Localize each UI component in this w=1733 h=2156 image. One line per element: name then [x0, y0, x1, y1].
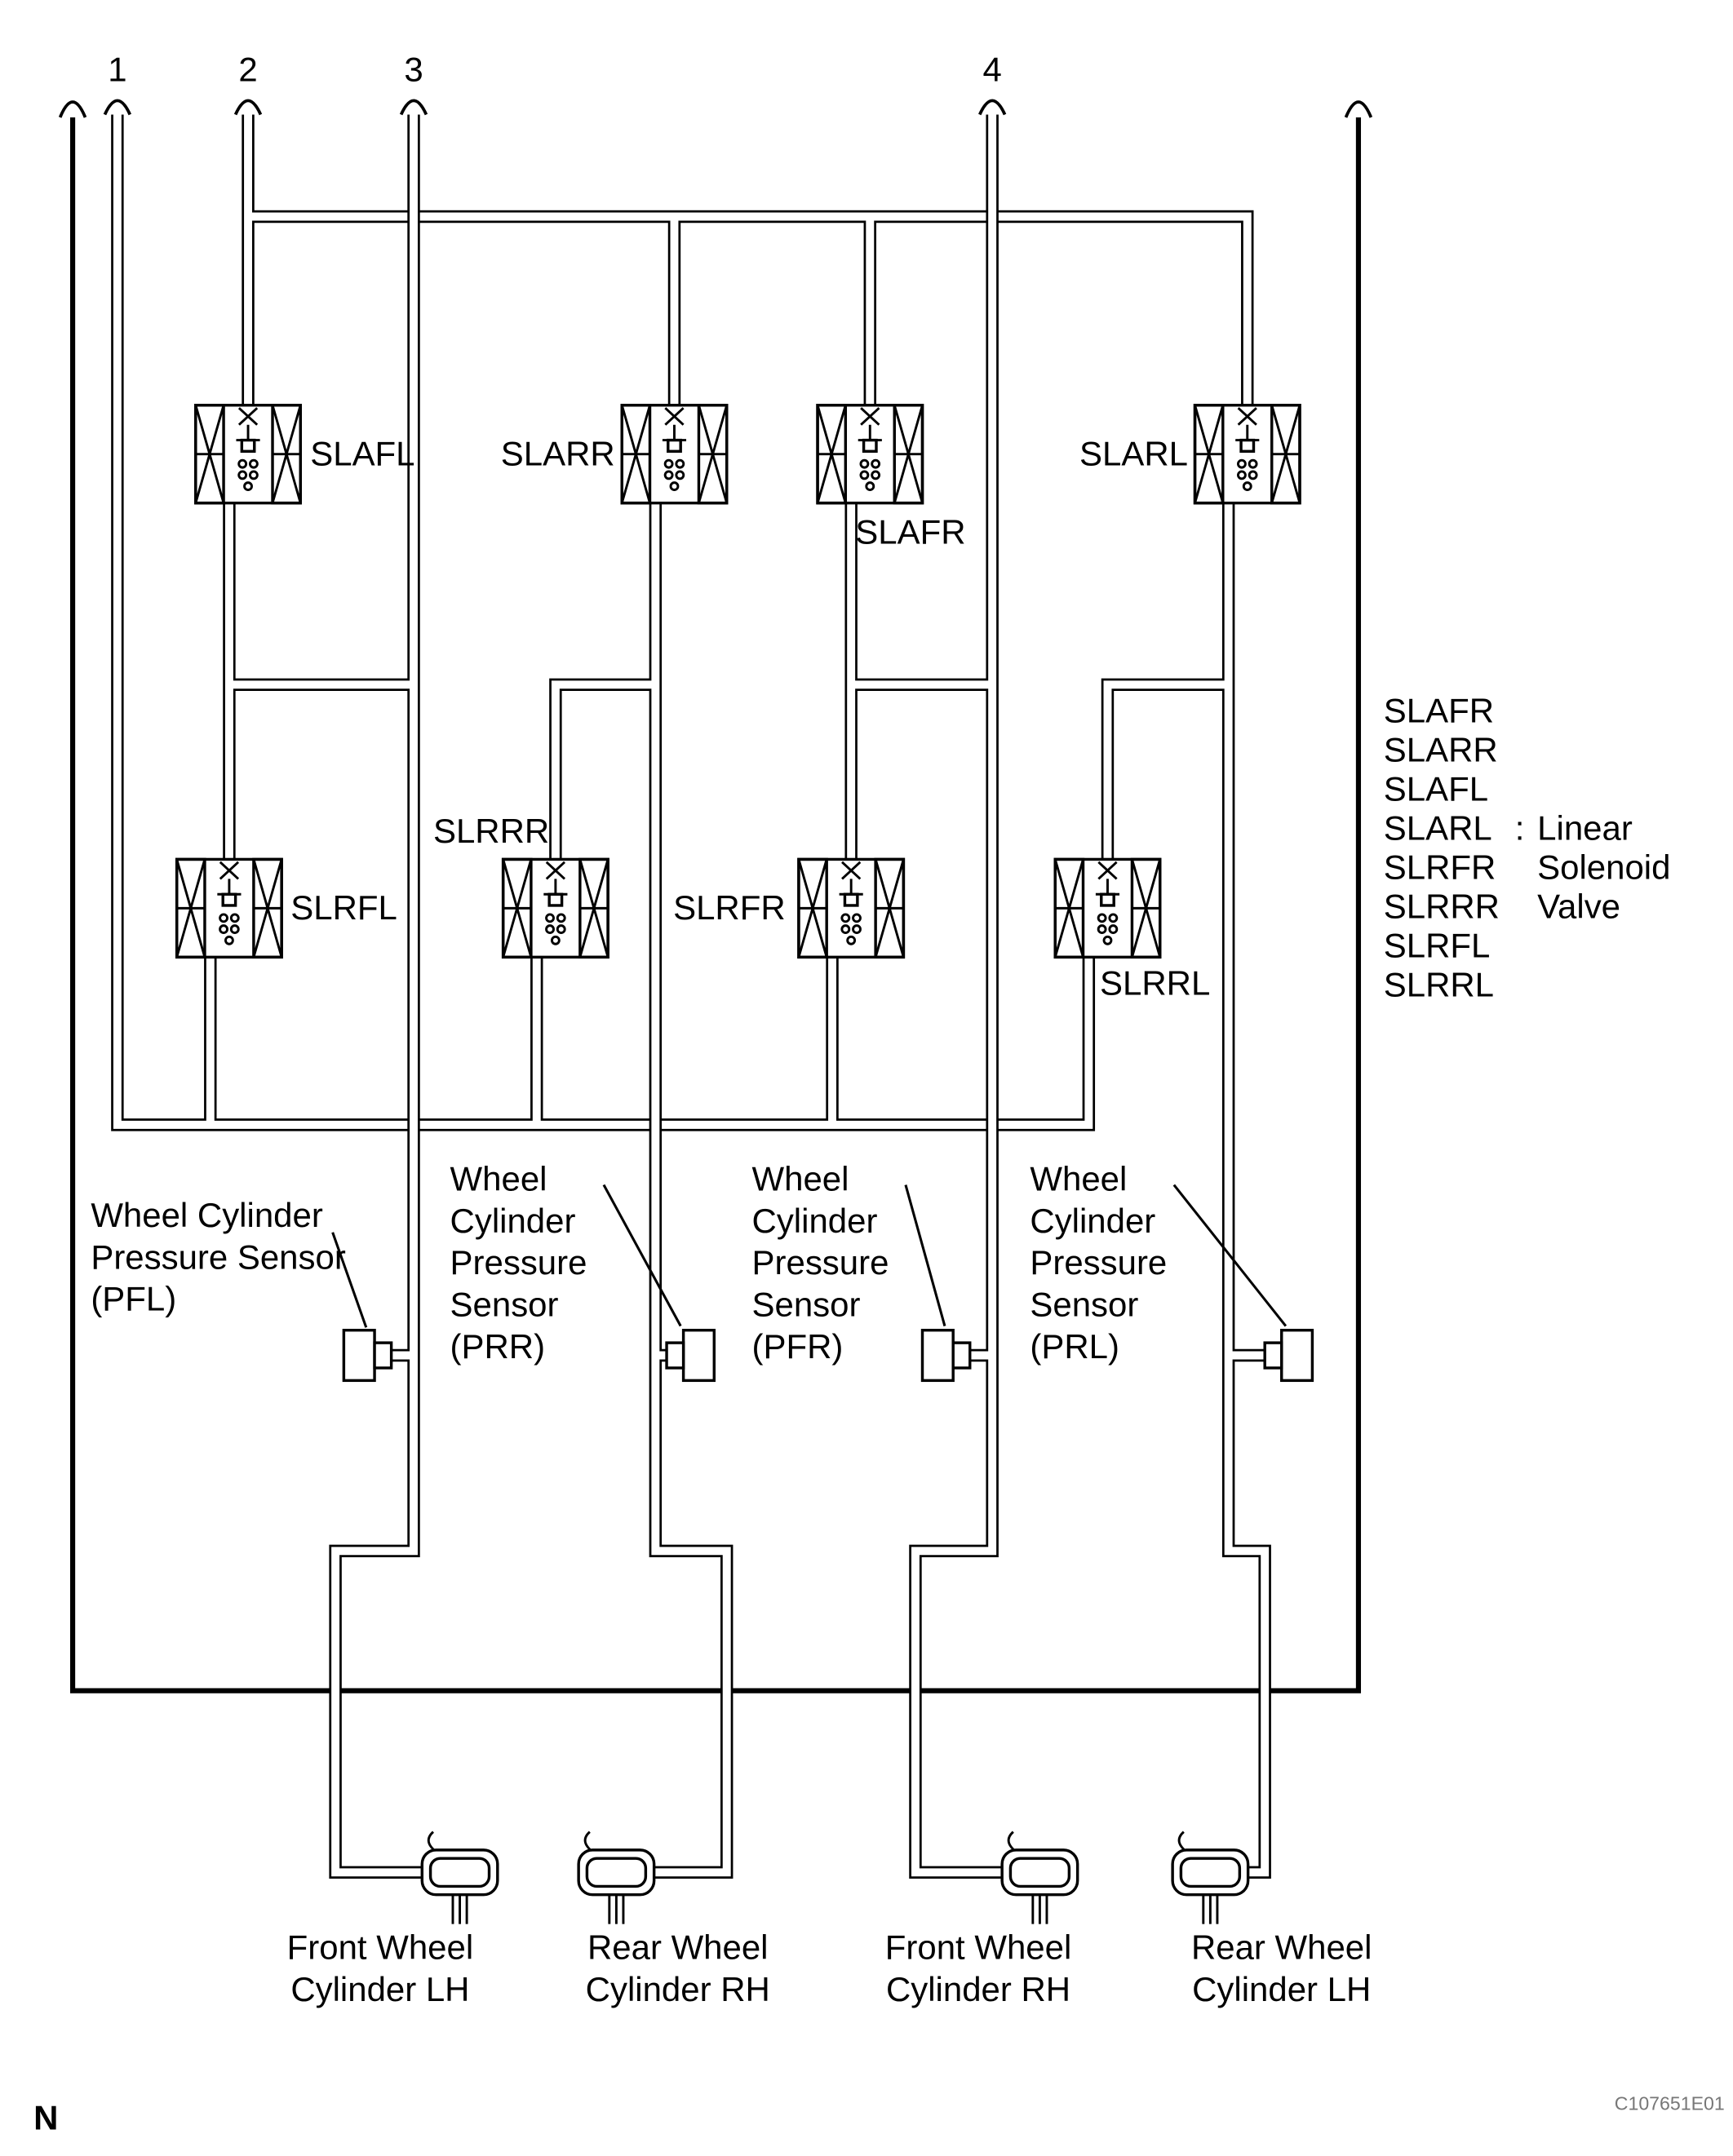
sensor-label-line: Wheel [1030, 1159, 1127, 1198]
pressure-sensor-prl-symbol [1263, 1328, 1314, 1383]
terminal-4-label: 4 [982, 50, 1001, 88]
wheel-cylinder-rear-lh-symbol [1171, 1830, 1250, 1926]
terminal-2-break-icon [233, 99, 263, 116]
sensor-label-line: Sensor [450, 1286, 559, 1324]
terminal-4-break-icon [978, 99, 1007, 116]
actuator-boundary [69, 117, 1362, 1693]
supply-line-net [242, 114, 1254, 405]
terminal-3-break-icon [399, 99, 428, 116]
rear-right-wheel-line-net [549, 502, 734, 1879]
solenoid-valve-slafl-symbol [194, 404, 302, 505]
solenoid-valve-slrrr-symbol [501, 857, 609, 959]
wheel-cylinder-front-lh-symbol [420, 1830, 499, 1926]
legend-name: SLAFL [1384, 769, 1488, 808]
prl-pointer-line [1172, 1184, 1288, 1327]
sensor-label-pfl: Wheel Cylinder Pressure Sensor (PFL) [91, 1196, 345, 1318]
solenoid-valve-slrfr-symbol [797, 857, 906, 959]
terminal-1-break-icon [103, 99, 132, 116]
wheel-cylinder-rear-rh-symbol [577, 1830, 656, 1926]
sensor-label-line: Pressure Sensor [91, 1237, 345, 1276]
valve-label-slrfr: SLRFR [673, 888, 786, 927]
wheel-cylinder-label-line: Cylinder LH [290, 1970, 469, 2008]
sensor-label-line: (PRL) [1030, 1327, 1119, 1366]
wheel-cylinder-label-line: Cylinder RH [586, 1970, 770, 2008]
valve-label-slafl: SLAFL [310, 434, 414, 472]
valve-label-slarr: SLARR [501, 434, 615, 472]
sensor-label-line: (PFR) [752, 1327, 844, 1366]
prr-pointer-line [602, 1184, 682, 1327]
solenoid-valve-slafr-symbol [816, 404, 924, 505]
boundary-break-left-icon [58, 100, 87, 118]
legend-name: SLRFL [1384, 926, 1491, 964]
wheel-cylinder-label-rear-rh: Rear Wheel Cylinder RH [586, 1928, 770, 2008]
front-left-wheel-line-net [223, 114, 423, 1879]
solenoid-valve-slrfl-symbol [175, 857, 283, 959]
rear-left-wheel-line-net [1101, 502, 1271, 1879]
terminal-3-label: 3 [404, 50, 423, 88]
legend-name: SLAFR [1384, 692, 1494, 730]
wheel-cylinder-label-line: Front Wheel [885, 1928, 1072, 1966]
wheel-cylinder-label-line: Rear Wheel [587, 1928, 769, 1966]
return-line-net [111, 114, 1096, 1131]
valve-label-slrrl: SLRRL [1100, 964, 1210, 1003]
pressure-sensor-pfl-symbol [342, 1328, 393, 1383]
terminal-1-label: 1 [108, 50, 126, 88]
pressure-sensor-pfr-symbol [920, 1328, 972, 1383]
sensor-label-line: Wheel [752, 1159, 849, 1198]
legend: SLAFR SLARR SLAFL SLARL SLRFR SLRRR SLRF… [1384, 692, 1671, 1004]
pfl-pointer-line [331, 1232, 368, 1328]
sensor-label-line: Pressure [1030, 1243, 1167, 1282]
legend-description: Solenoid [1537, 848, 1670, 886]
sensor-label-line: (PRR) [450, 1327, 546, 1366]
sensor-label-prr: Wheel Cylinder Pressure Sensor (PRR) [450, 1159, 587, 1366]
pfr-pointer-line [904, 1184, 946, 1326]
solenoid-valve-slrrl-symbol [1053, 857, 1162, 959]
wheel-cylinder-label-line: Cylinder RH [886, 1970, 1070, 2008]
solenoid-valve-slarr-symbol [620, 404, 729, 505]
front-right-wheel-line-net [844, 114, 1003, 1879]
wheel-cylinder-label-rear-lh: Rear Wheel Cylinder LH [1191, 1928, 1372, 2008]
sensor-label-line: Cylinder [1030, 1202, 1155, 1240]
valve-label-slafr: SLAFR [855, 512, 965, 551]
sensor-label-line: Pressure [450, 1243, 587, 1282]
wheel-cylinder-label-line: Rear Wheel [1191, 1928, 1372, 1966]
sensor-label-line: Sensor [752, 1286, 861, 1324]
sensor-label-line: Pressure [752, 1243, 889, 1282]
valve-label-slrfl: SLRFL [290, 888, 397, 927]
wheel-cylinder-label-front-lh: Front Wheel Cylinder LH [287, 1928, 474, 2008]
sensor-label-line: Wheel Cylinder [91, 1196, 322, 1234]
sensor-label-line: (PFL) [91, 1280, 176, 1318]
wheel-cylinder-label-front-rh: Front Wheel Cylinder RH [885, 1928, 1072, 2008]
sensor-label-line: Wheel [450, 1159, 547, 1198]
sensor-label-line: Cylinder [752, 1202, 878, 1240]
wheel-cylinder-label-line: Cylinder LH [1192, 1970, 1371, 2008]
valve-label-slarl: SLARL [1079, 434, 1188, 472]
pressure-sensor-prr-symbol [665, 1328, 716, 1383]
legend-name: SLARR [1384, 731, 1498, 769]
figure-code: C107651E01 [1615, 2092, 1725, 2114]
legend-description: Valve [1537, 887, 1620, 925]
legend-name: SLRRL [1384, 965, 1494, 1003]
legend-colon: : [1515, 808, 1525, 847]
legend-name: SLRRR [1384, 887, 1500, 925]
sensor-label-line: Sensor [1030, 1286, 1138, 1324]
valve-label-slrrr: SLRRR [433, 812, 549, 850]
boundary-break-right-icon [1344, 100, 1373, 118]
page-marker: N [33, 2098, 58, 2136]
wheel-cylinder-label-line: Front Wheel [287, 1928, 474, 1966]
sensor-label-prl: Wheel Cylinder Pressure Sensor (PRL) [1030, 1159, 1167, 1366]
terminal-2-label: 2 [238, 50, 257, 88]
wheel-cylinder-front-rh-symbol [1000, 1830, 1079, 1926]
solenoid-valve-slarl-symbol [1193, 404, 1301, 505]
sensor-label-line: Cylinder [450, 1202, 576, 1240]
legend-name: SLRFR [1384, 848, 1496, 886]
legend-description: Linear [1537, 808, 1633, 847]
sensor-label-pfr: Wheel Cylinder Pressure Sensor (PFR) [752, 1159, 889, 1366]
legend-name: SLARL [1384, 808, 1492, 847]
